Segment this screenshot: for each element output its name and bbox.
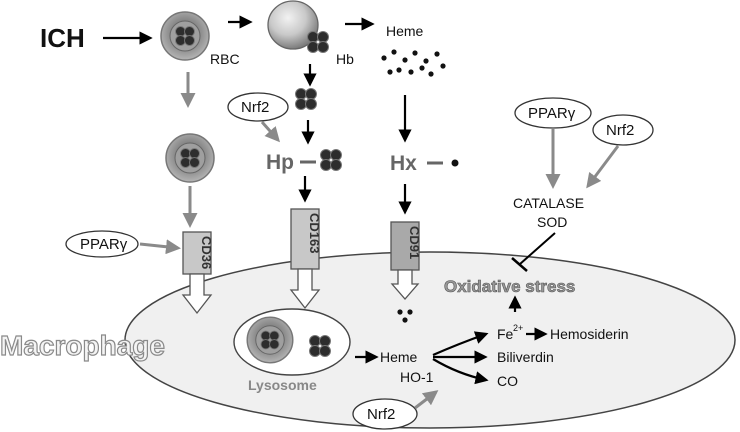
nrf2-oval-b bbox=[592, 114, 654, 146]
hemosiderin-label: Hemosiderin bbox=[550, 326, 629, 342]
fe-superscript: 2+ bbox=[513, 323, 523, 333]
rbc-label: RBC bbox=[210, 51, 240, 67]
ppar-label-left: PPARγ bbox=[80, 236, 128, 253]
hb-label: Hb bbox=[336, 51, 354, 67]
nrf2-label-c: Nrf2 bbox=[367, 406, 395, 423]
sod-label: SOD bbox=[537, 214, 567, 230]
hp-hb-cluster-icon bbox=[320, 149, 342, 171]
cd163-arrow-icon bbox=[289, 268, 321, 310]
macrophage-cell bbox=[124, 251, 736, 429]
fe-label: Fe bbox=[497, 326, 514, 342]
ppar-label-right: PPARγ bbox=[528, 105, 576, 122]
hemoglobin-icon bbox=[267, 0, 329, 53]
hx-label: Hx bbox=[390, 152, 417, 175]
nrf2-label-a: Nrf2 bbox=[241, 99, 269, 116]
cd163-receptor bbox=[290, 208, 320, 270]
nrf2-label-b: Nrf2 bbox=[606, 122, 634, 139]
cd163-label: CD163 bbox=[307, 213, 322, 253]
cd36-receptor bbox=[182, 231, 212, 275]
oxidative-stress-label: Oxidative stress bbox=[444, 277, 575, 296]
nrf2-oval-c bbox=[352, 398, 418, 430]
heme-inside-label: Heme bbox=[380, 349, 418, 365]
ho1-label: HO-1 bbox=[400, 369, 434, 385]
cd91-arrow-icon bbox=[390, 269, 420, 300]
rbc-cell-icon-2 bbox=[166, 134, 214, 182]
heme-dots-icon bbox=[381, 49, 446, 77]
hp-label: Hp bbox=[266, 151, 294, 174]
biliverdin-label: Biliverdin bbox=[497, 349, 554, 365]
macrophage-label: Macrophage bbox=[0, 330, 165, 361]
lysosome-rbc-icon bbox=[247, 317, 293, 363]
ppar-oval-right bbox=[514, 97, 592, 129]
co-label: CO bbox=[497, 373, 518, 389]
cd91-label: CD91 bbox=[407, 226, 422, 259]
cd91-receptor bbox=[390, 221, 420, 271]
lysosome-label: Lysosome bbox=[248, 377, 317, 393]
catalase-label: CATALASE bbox=[513, 195, 584, 211]
nrf2-oval-a bbox=[227, 92, 289, 122]
ppar-oval-left bbox=[65, 230, 139, 258]
heme-top-label: Heme bbox=[386, 23, 424, 39]
cd36-label: CD36 bbox=[199, 236, 214, 269]
hx-heme-dot bbox=[451, 159, 459, 167]
internalized-heme-icon bbox=[397, 309, 413, 323]
ich-label: ICH bbox=[40, 23, 85, 53]
hb-cluster-icon bbox=[295, 88, 317, 110]
cd36-arrow-icon bbox=[181, 273, 213, 315]
rbc-cell-icon bbox=[161, 12, 209, 60]
